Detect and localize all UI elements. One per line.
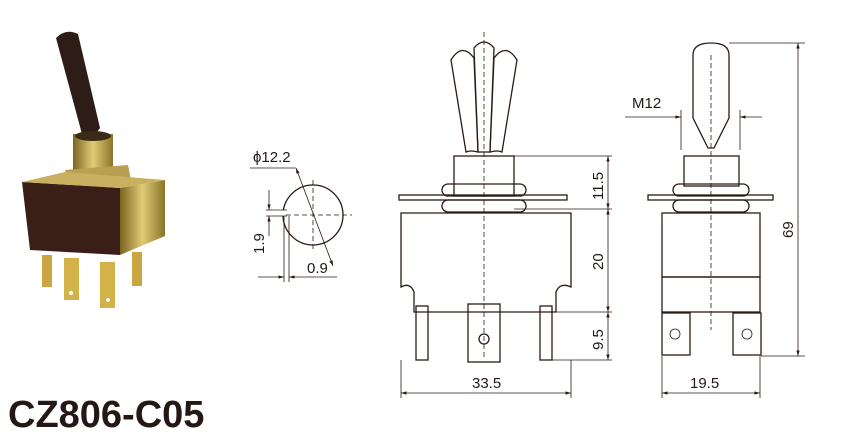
side-width-label: 19.5 bbox=[690, 375, 719, 392]
terminal-height-label: 9.5 bbox=[590, 329, 607, 350]
body-height-label: 20 bbox=[590, 253, 607, 270]
key-height-label: 1.9 bbox=[251, 233, 268, 254]
product-photo bbox=[22, 31, 165, 308]
hole-diameter-label: ϕ12.2 bbox=[253, 149, 291, 166]
side-view: M12 69 19.5 bbox=[625, 42, 805, 398]
key-width-label: 0.9 bbox=[307, 260, 328, 277]
thread-label: M12 bbox=[632, 95, 661, 112]
panel-hole-view: ϕ12.2 1.9 0.9 bbox=[250, 149, 352, 282]
body-width-label: 33.5 bbox=[472, 375, 501, 392]
front-view: 11.5 20 9.5 33.5 bbox=[398, 32, 612, 398]
bushing-height-label: 11.5 bbox=[590, 172, 607, 200]
model-title: CZ806-C05 bbox=[8, 394, 205, 436]
total-height-label: 69 bbox=[780, 221, 797, 238]
